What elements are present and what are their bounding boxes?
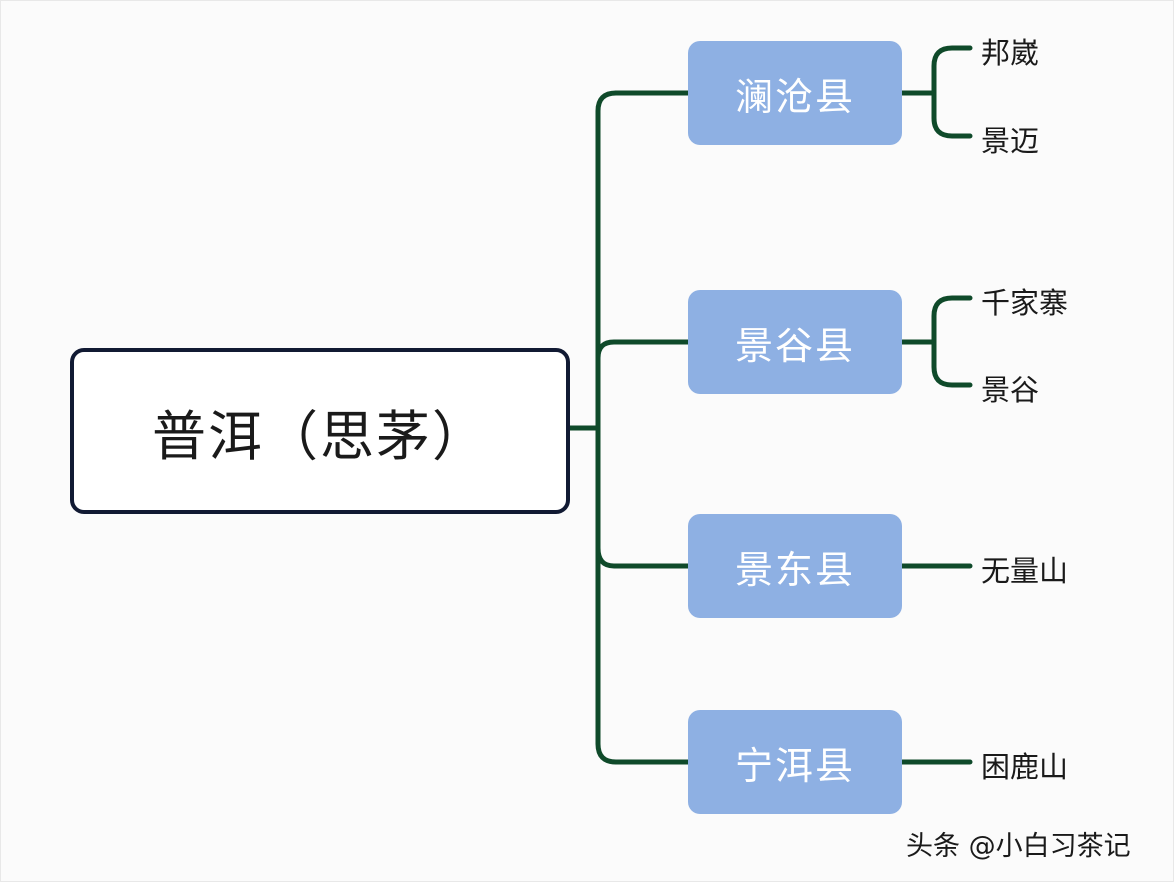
county-label: 澜沧县 [734,74,855,119]
county-node-ninger: 宁洱县 [688,710,902,814]
connector-county-3 [595,545,691,569]
connector-leaf-1-2 [931,90,973,139]
leaf-node-jingmai: 景迈 [981,124,1040,158]
connector-leaf-1-1 [899,45,973,96]
county-node-jinggu: 景谷县 [688,290,902,394]
connector-leaf-2-1 [899,295,973,345]
leaf-node-jinggu: 景谷 [981,373,1040,407]
root-node: 普洱（思茅） [70,348,570,514]
connector-county-2 [595,339,691,361]
leaf-node-wuliangshan: 无量山 [981,554,1069,588]
leaf-node-bangwei: 邦崴 [981,36,1040,70]
county-node-jingdong: 景东县 [688,514,902,618]
root-label: 普洱（思茅） [152,404,488,468]
watermark: 头条 @小白习茶记 [906,831,1131,862]
county-label: 景谷县 [734,323,855,368]
connector-trunk [595,90,619,765]
connector-leaf-2-2 [931,339,973,388]
county-label: 宁洱县 [734,743,855,788]
county-node-lancang: 澜沧县 [688,41,902,145]
leaf-node-qianjiazhai: 千家寨 [981,286,1069,320]
county-label: 景东县 [734,547,855,592]
leaf-node-kunlushan: 困鹿山 [981,750,1069,784]
